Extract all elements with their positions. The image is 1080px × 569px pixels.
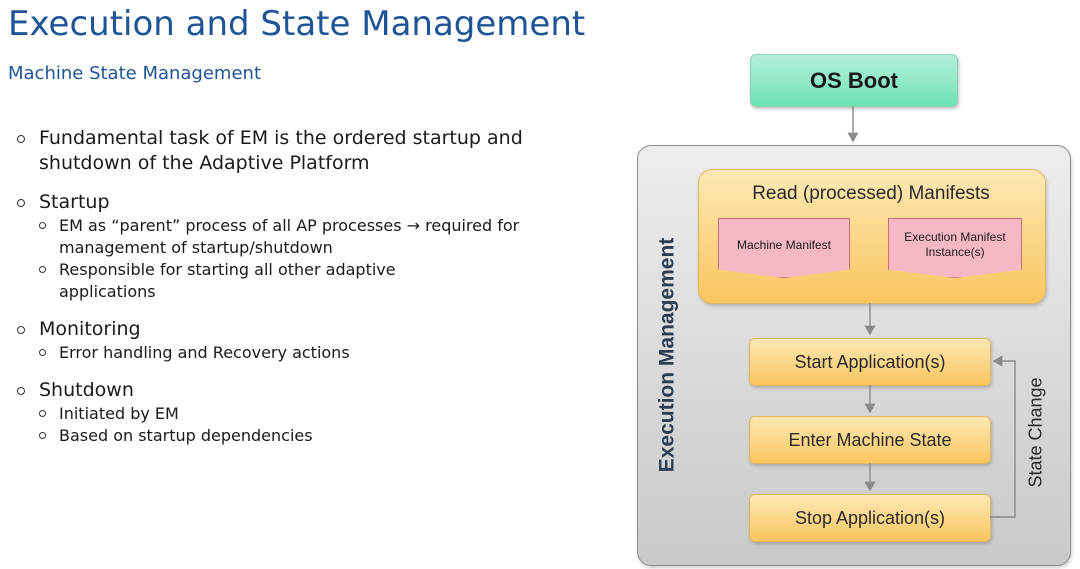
sub-bullet-marker-icon (39, 266, 46, 273)
arrow-state-change-loop (990, 355, 1016, 518)
bullet-item: Startup EM as “parent” process of all AP… (17, 190, 577, 303)
page-subtitle: Machine State Management (8, 63, 262, 84)
bullet-text: Monitoring (39, 318, 141, 340)
sub-bullet-marker-icon (39, 432, 46, 439)
enter-machine-state-step: Enter Machine State (749, 416, 991, 464)
bullet-text: Startup (39, 191, 110, 213)
start-applications-step: Start Application(s) (749, 338, 991, 386)
bullet-text: Shutdown (39, 379, 134, 401)
sub-bullet-item: Based on startup dependencies (39, 425, 577, 447)
sub-bullet-item: Responsible for starting all other adapt… (39, 259, 577, 303)
bullet-item: Fundamental task of EM is the ordered st… (17, 126, 577, 176)
bullet-list: Fundamental task of EM is the ordered st… (17, 126, 577, 461)
sub-bullet-text: Based on startup dependencies (59, 426, 313, 445)
sub-bullet-item: Error handling and Recovery actions (39, 342, 577, 364)
bullet-marker-icon (17, 387, 25, 395)
sub-bullet-text: Error handling and Recovery actions (59, 343, 350, 362)
bullet-marker-icon (17, 326, 25, 334)
page-title: Execution and State Management (8, 4, 586, 44)
bullet-text: Fundamental task of EM is the ordered st… (39, 127, 523, 174)
bullet-marker-icon (17, 199, 25, 207)
execution-manifest-doc: Execution Manifest Instance(s) (888, 218, 1022, 278)
sub-bullet-text: EM as “parent” process of all AP process… (59, 216, 520, 257)
bullet-item: Shutdown Initiated by EM Based on startu… (17, 378, 577, 447)
manifests-title: Read (processed) Manifests (752, 183, 990, 204)
sub-bullet-marker-icon (39, 410, 46, 417)
machine-manifest-doc: Machine Manifest (718, 218, 850, 278)
sub-bullet-marker-icon (39, 222, 46, 229)
bullet-item: Monitoring Error handling and Recovery a… (17, 317, 577, 364)
sub-bullet-item: Initiated by EM (39, 403, 577, 425)
sub-bullet-marker-icon (39, 349, 46, 356)
sub-bullet-text: Initiated by EM (59, 404, 179, 423)
stop-applications-step: Stop Application(s) (749, 494, 991, 542)
sub-bullet-item: EM as “parent” process of all AP process… (39, 215, 577, 259)
os-boot-box: OS Boot (750, 54, 958, 107)
bullet-marker-icon (17, 135, 25, 143)
sub-bullet-text: Responsible for starting all other adapt… (59, 260, 396, 301)
